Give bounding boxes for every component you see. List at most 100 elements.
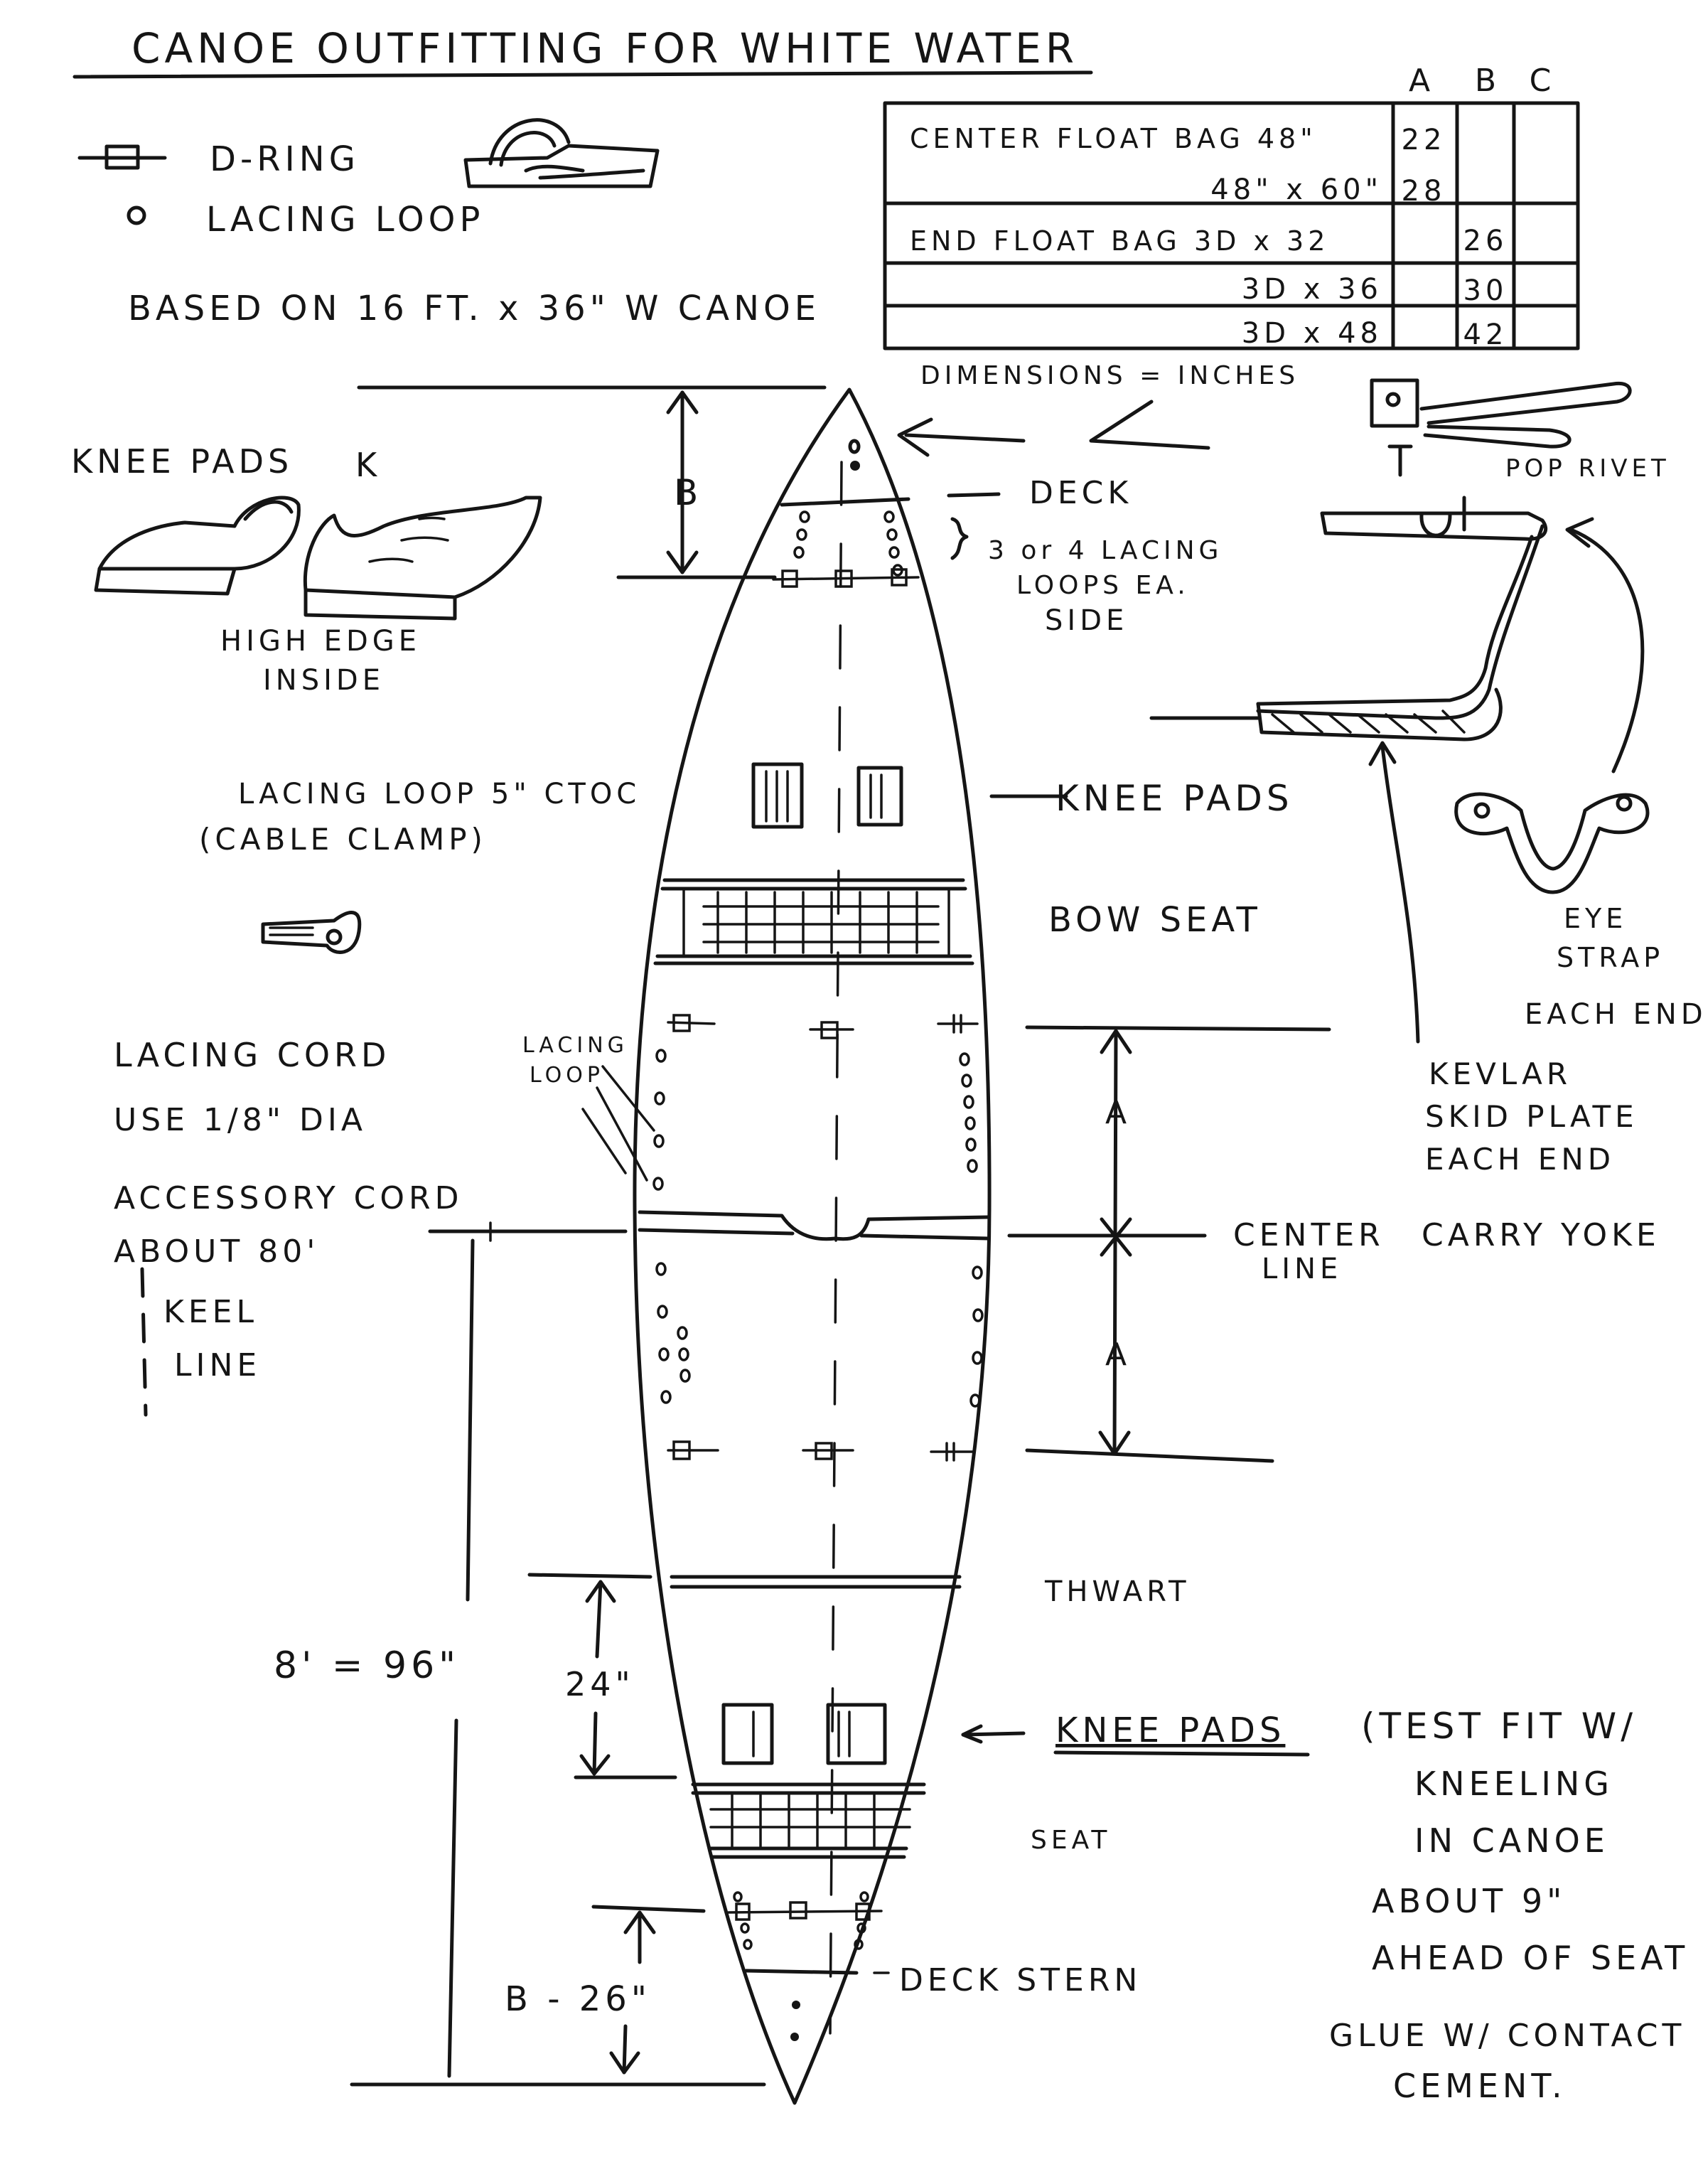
knee-pads-stern-label: KNEE PADS xyxy=(1055,1711,1285,1750)
test-fit-note-4: ABOUT 9" xyxy=(1372,1882,1566,1920)
lacing-cord-note-2: USE 1/8" DIA xyxy=(114,1102,367,1138)
dimension-a-upper-label: A xyxy=(1105,1095,1131,1131)
bow-seat xyxy=(653,878,974,965)
carry-yoke xyxy=(638,1210,990,1241)
lacing-loop-note-1: LACING LOOP 5" CTOC xyxy=(238,778,640,810)
lacing-cord-note-3: ACCESSORY CORD xyxy=(114,1180,463,1216)
glue-note-2: CEMENT. xyxy=(1393,2067,1567,2105)
bow-tip-arrowhead xyxy=(897,417,933,457)
seat-label: SEAT xyxy=(1031,1826,1111,1855)
bow-d-rings xyxy=(772,568,920,588)
lacing-cord-note-1: LACING CORD xyxy=(114,1036,390,1074)
dimensions-units-note: DIMENSIONS = INCHES xyxy=(920,361,1299,390)
lower-d-rings-row xyxy=(667,1440,975,1462)
bow-hole-icon xyxy=(848,439,861,454)
page-title: CANOE OUTFITTING FOR WHITE WATER xyxy=(131,24,1078,73)
eye-strap-label-3: EACH END xyxy=(1525,998,1703,1031)
center-lacing-loops xyxy=(652,1049,984,1408)
knee-pads-bow-label: KNEE PADS xyxy=(1055,778,1294,819)
canoe-hull xyxy=(633,387,992,2105)
title-underline xyxy=(72,70,1093,79)
units-note-pointer xyxy=(1089,400,1210,450)
lacing-cord-note-4: ABOUT 80' xyxy=(114,1233,319,1270)
table-row-3-b: 26 xyxy=(1463,225,1508,257)
lacing-loop-small-label-1: LACING xyxy=(522,1033,628,1058)
kevlar-label-2: SKID PLATE xyxy=(1425,1099,1638,1134)
stern-d-rings xyxy=(727,1901,883,1921)
deck-label: DECK xyxy=(1029,475,1132,511)
knee-pads-caption-2: INSIDE xyxy=(263,664,385,697)
bow-tip-arrow-line xyxy=(904,433,1026,443)
table-row-1-a: 22 xyxy=(1402,124,1446,156)
bow-lacing-loops xyxy=(793,510,903,577)
knee-pad-right-sketch xyxy=(303,496,542,621)
dimension-b xyxy=(357,385,827,579)
keel-line xyxy=(829,461,843,2035)
keel-line-note-2: LINE xyxy=(174,1347,261,1383)
lacing-loops-note-2: LOOPS EA. xyxy=(1016,571,1190,600)
table-row-2-label: 48" x 60" xyxy=(1210,173,1382,206)
table-header-b: B xyxy=(1475,63,1500,99)
stern-deck-line xyxy=(744,1969,859,1975)
thwart xyxy=(670,1575,962,1589)
table-row-5-b: 42 xyxy=(1463,318,1508,351)
dimension-a xyxy=(1025,1025,1331,1463)
test-fit-note-2: KNEELING xyxy=(1414,1765,1613,1803)
knee-pads-sketch-label: KNEE PADS xyxy=(71,442,293,481)
skid-plate-arrow xyxy=(1368,741,1420,1044)
dimension-24-inch xyxy=(527,1573,677,1779)
table-row-1-label: CENTER FLOAT BAG 48" xyxy=(910,123,1317,154)
kevlar-label-1: KEVLAR xyxy=(1429,1056,1572,1091)
test-fit-note-5: AHEAD OF SEAT xyxy=(1372,1939,1689,1977)
center-line-label-2: LINE xyxy=(1262,1253,1342,1285)
table-header-c: C xyxy=(1530,63,1556,99)
eye-strap-arrow xyxy=(1565,517,1645,774)
knee-pads-stern-underline xyxy=(1053,1750,1310,1757)
knee-pads-sketch-mark: K xyxy=(355,446,381,484)
lacing-loops-note-1: 3 or 4 LACING xyxy=(988,536,1223,565)
table-row-4-label: 3D x 36 xyxy=(1242,273,1382,306)
legend-d-ring-label: D-RING xyxy=(210,139,360,179)
glue-note-1: GLUE W/ CONTACT xyxy=(1329,2018,1685,2054)
dimension-a-lower-label: A xyxy=(1105,1337,1131,1373)
deck-leader xyxy=(947,492,1001,498)
table-row-4-b: 30 xyxy=(1463,274,1508,307)
deck-stern-label: DECK STERN xyxy=(899,1962,1141,1998)
kevlar-label-3: EACH END xyxy=(1425,1142,1615,1177)
lacing-loop-icon xyxy=(127,205,146,225)
dimension-b-minus-26-label: B - 26" xyxy=(505,1979,651,2019)
lacing-loops-brace xyxy=(950,517,969,560)
stern-seat xyxy=(691,1782,926,1859)
d-ring-icon xyxy=(77,144,167,170)
lacing-loop-small-label-2: LOOP xyxy=(530,1063,604,1088)
stern-knee-pads xyxy=(721,1703,887,1765)
knee-pads-stern-arrow xyxy=(961,1724,1026,1744)
stern-lacing-loops xyxy=(733,1891,869,1950)
thwart-label: THWART xyxy=(1044,1575,1191,1608)
upper-d-rings-row xyxy=(667,1014,979,1039)
carry-yoke-label: CARRY YOKE xyxy=(1422,1217,1660,1253)
eye-strap-icon xyxy=(1454,792,1650,894)
float-bag-table xyxy=(883,101,1580,350)
dimension-eight-feet-label: 8' = 96" xyxy=(274,1644,460,1687)
keel-line-note-1: KEEL xyxy=(163,1294,258,1330)
table-row-5-label: 3D x 48 xyxy=(1242,317,1382,350)
dimension-24-label: 24" xyxy=(565,1665,635,1703)
bow-rivet-icon xyxy=(850,461,860,471)
table-row-2-a: 28 xyxy=(1402,175,1446,208)
pop-rivet-icon xyxy=(1370,378,1632,477)
stern-rivet-icon xyxy=(792,2001,800,2009)
lacing-loops-note-3: SIDE xyxy=(1045,604,1128,637)
bow-deck-line xyxy=(780,497,910,507)
knee-pads-caption-1: HIGH EDGE xyxy=(220,625,421,658)
cable-clamp-icon xyxy=(261,911,362,955)
test-fit-note-1: (TEST FIT W/ xyxy=(1361,1706,1637,1747)
dimension-eight-feet xyxy=(350,1221,766,2087)
center-line-label-1: CENTER xyxy=(1233,1217,1385,1253)
table-header-a: A xyxy=(1409,63,1434,99)
lacing-loop-small-leaders xyxy=(581,1065,655,1182)
table-row-3-label: END FLOAT BAG 3D x 32 xyxy=(910,225,1329,257)
dimension-b-minus-26 xyxy=(591,1905,706,2075)
eye-strap-label-2: STRAP xyxy=(1557,942,1664,973)
